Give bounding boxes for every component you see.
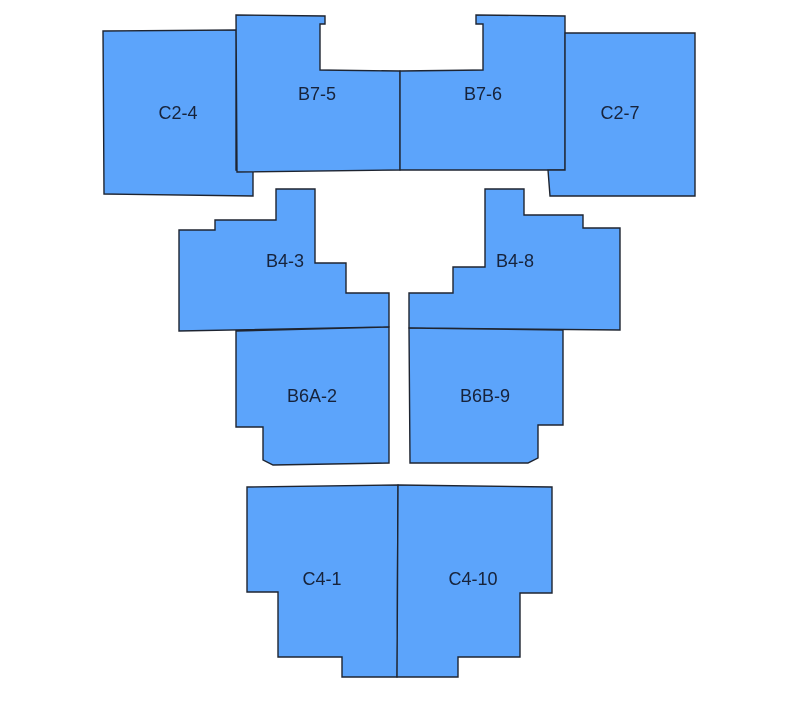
unit-c4-1[interactable]: C4-1	[246, 484, 399, 678]
unit-c4-10[interactable]: C4-10	[396, 484, 553, 678]
unit-b4-3[interactable]: B4-3	[178, 188, 390, 332]
unit-b7-5[interactable]: B7-5	[235, 14, 401, 173]
unit-b7-6[interactable]: B7-6	[399, 14, 566, 171]
unit-b6b-9[interactable]: B6B-9	[408, 327, 564, 464]
unit-b4-8[interactable]: B4-8	[408, 188, 621, 331]
unit-c2-7[interactable]: C2-7	[547, 32, 696, 197]
unit-b6a-2[interactable]: B6A-2	[235, 326, 390, 466]
unit-c2-4[interactable]: C2-4	[102, 29, 254, 197]
